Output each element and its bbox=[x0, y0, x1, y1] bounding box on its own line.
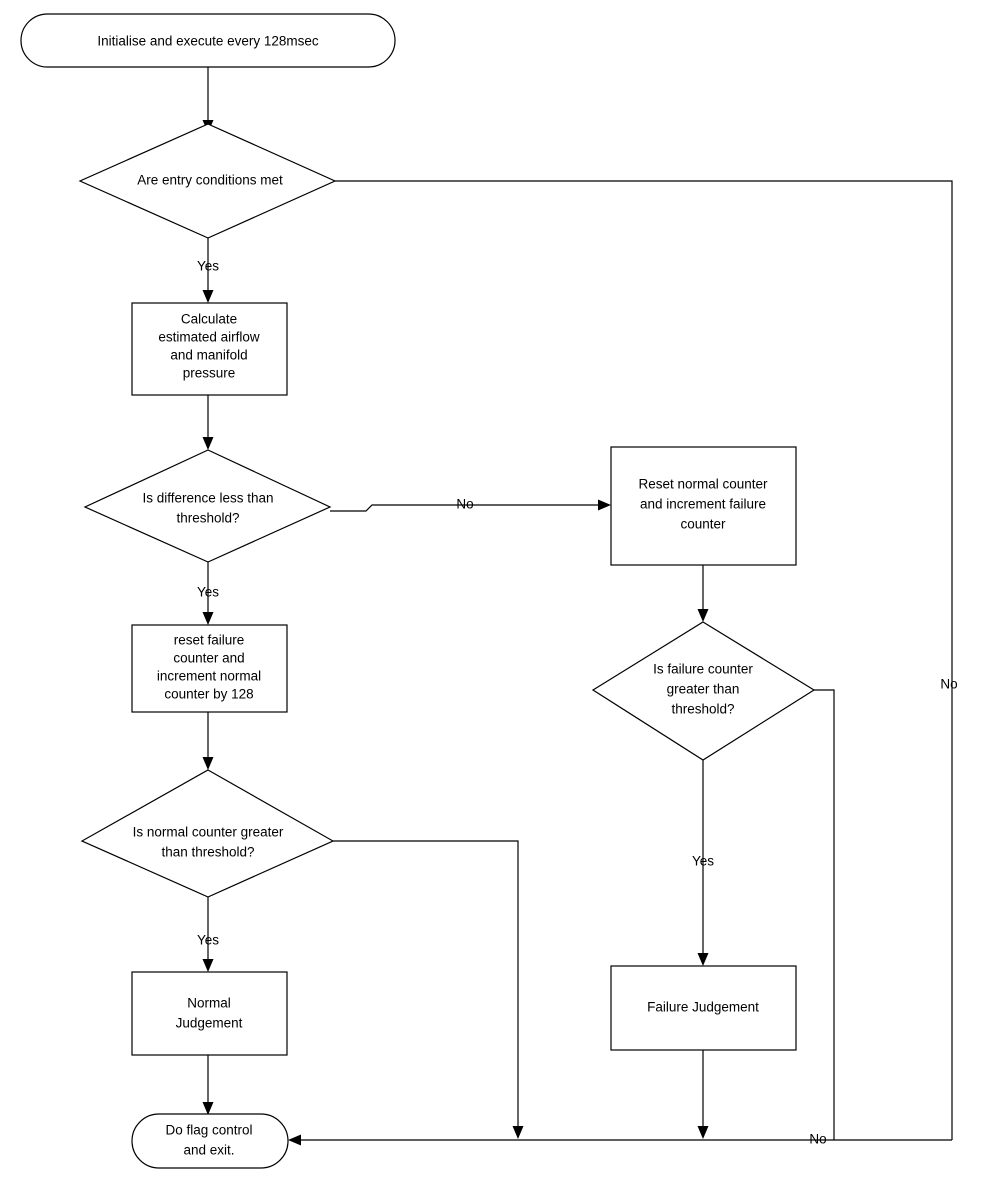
edge-failure-counter-no-to-exit bbox=[814, 689, 835, 1140]
node-start-terminator[interactable]: Initialise and execute every 128msec bbox=[20, 13, 396, 68]
reset-normal-label-line2: and increment failure bbox=[640, 497, 766, 512]
node-difference-check-decision[interactable]: Is difference less than threshold? bbox=[83, 449, 332, 563]
edge-bottom-rail-to-end bbox=[288, 1134, 952, 1146]
reset-failure-label-line3: increment normal bbox=[157, 669, 261, 684]
edge-label-entry-no: No bbox=[940, 677, 957, 692]
edge-label-difference-yes: Yes bbox=[197, 585, 219, 600]
edge-reset-normal-to-failure-counter-check bbox=[697, 565, 709, 622]
edge-failure-judgement-to-exit bbox=[697, 1050, 709, 1139]
failure-counter-check-decision-shape bbox=[591, 621, 816, 761]
node-normal-judgement-process[interactable]: Normal Judgement bbox=[131, 971, 288, 1056]
edge-difference-no-to-reset-normal bbox=[330, 499, 611, 512]
normal-judgement-process-shape bbox=[131, 971, 288, 1056]
node-end-terminator[interactable]: Do flag control and exit. bbox=[131, 1113, 289, 1169]
start-terminator-label: Initialise and execute every 128msec bbox=[97, 34, 319, 49]
difference-check-label-line2: threshold? bbox=[176, 511, 239, 526]
edge-normal-counter-no-to-exit bbox=[333, 840, 524, 1139]
normal-counter-check-decision-shape bbox=[80, 769, 335, 898]
end-terminator-shape bbox=[131, 1113, 289, 1169]
node-entry-conditions-decision[interactable]: Are entry conditions met bbox=[78, 123, 337, 239]
node-calculate-process[interactable]: Calculate estimated airflow and manifold… bbox=[131, 302, 288, 396]
arrowhead-icon bbox=[202, 959, 214, 972]
difference-check-label-line1: Is difference less than bbox=[142, 491, 273, 506]
arrowhead-icon bbox=[202, 437, 214, 450]
calculate-process-shape bbox=[131, 302, 288, 396]
arrowhead-icon bbox=[512, 1126, 524, 1139]
failure-judgement-label: Failure Judgement bbox=[647, 1000, 759, 1015]
edge-difference-yes-to-reset-failure bbox=[202, 562, 214, 625]
edge-reset-failure-to-normal-counter-check bbox=[202, 712, 214, 770]
edge-failure-counter-yes-to-failure-judgement bbox=[697, 760, 709, 966]
difference-check-decision-shape bbox=[83, 449, 332, 563]
failure-counter-check-label-line3: threshold? bbox=[671, 702, 734, 717]
entry-conditions-decision-shape bbox=[78, 123, 337, 239]
reset-failure-label-line2: counter and bbox=[173, 651, 244, 666]
entry-conditions-label-line1: Are entry conditions met bbox=[137, 173, 283, 188]
reset-failure-label-line1: reset failure bbox=[174, 633, 245, 648]
edge-label-failure-counter-no: No bbox=[809, 1132, 826, 1147]
edge-entry-no-to-exit bbox=[335, 180, 953, 1140]
calculate-label-line3: and manifold bbox=[170, 348, 247, 363]
arrowhead-icon bbox=[202, 612, 214, 625]
edge-calculate-to-difference-check bbox=[202, 395, 214, 450]
arrowhead-icon bbox=[288, 1134, 301, 1146]
normal-judgement-label-line2: Judgement bbox=[176, 1016, 243, 1031]
reset-failure-label-line4: counter by 128 bbox=[164, 687, 253, 702]
calculate-label-line4: pressure bbox=[183, 366, 236, 381]
failure-judgement-process-shape bbox=[610, 965, 797, 1051]
edge-normal-judgement-to-end bbox=[202, 1055, 214, 1115]
end-terminator-label-line1: Do flag control bbox=[165, 1123, 252, 1138]
edge-start-to-entry-conditions bbox=[202, 67, 214, 133]
edge-normal-counter-yes-to-normal-judgement bbox=[202, 897, 214, 972]
calculate-label-line1: Calculate bbox=[181, 312, 237, 327]
node-reset-normal-process[interactable]: Reset normal counter and increment failu… bbox=[610, 446, 797, 566]
arrowhead-icon bbox=[697, 609, 709, 622]
normal-counter-check-label-line1: Is normal counter greater bbox=[133, 825, 284, 840]
node-normal-counter-check-decision[interactable]: Is normal counter greater than threshold… bbox=[80, 769, 335, 898]
node-failure-judgement-process[interactable]: Failure Judgement bbox=[610, 965, 797, 1051]
node-failure-counter-check-decision[interactable]: Is failure counter greater than threshol… bbox=[591, 621, 816, 761]
edge-label-failure-counter-yes: Yes bbox=[692, 854, 714, 869]
normal-counter-check-label-line2: than threshold? bbox=[161, 845, 254, 860]
reset-failure-process-shape bbox=[131, 624, 288, 713]
reset-normal-label-line3: counter bbox=[680, 517, 726, 532]
reset-normal-process-shape bbox=[610, 446, 797, 566]
normal-judgement-label-line1: Normal bbox=[187, 996, 231, 1011]
end-terminator-label-line2: and exit. bbox=[183, 1143, 234, 1158]
arrowhead-icon bbox=[697, 1126, 709, 1139]
edge-entry-yes-to-calculate bbox=[202, 238, 214, 303]
start-terminator-shape bbox=[20, 13, 396, 68]
arrowhead-icon bbox=[202, 1102, 214, 1115]
failure-counter-check-label-line2: greater than bbox=[667, 682, 740, 697]
arrowhead-icon bbox=[598, 499, 611, 511]
edge-label-entry-yes: Yes bbox=[197, 259, 219, 274]
arrowhead-icon bbox=[202, 290, 214, 303]
node-reset-failure-process[interactable]: reset failure counter and increment norm… bbox=[131, 624, 288, 713]
failure-counter-check-label-line1: Is failure counter bbox=[653, 662, 753, 677]
arrowhead-icon bbox=[202, 757, 214, 770]
edge-label-difference-no: No bbox=[456, 497, 473, 512]
calculate-label-line2: estimated airflow bbox=[158, 330, 260, 345]
reset-normal-label-line1: Reset normal counter bbox=[638, 477, 768, 492]
arrowhead-icon bbox=[697, 953, 709, 966]
edge-label-normal-counter-yes: Yes bbox=[197, 933, 219, 948]
